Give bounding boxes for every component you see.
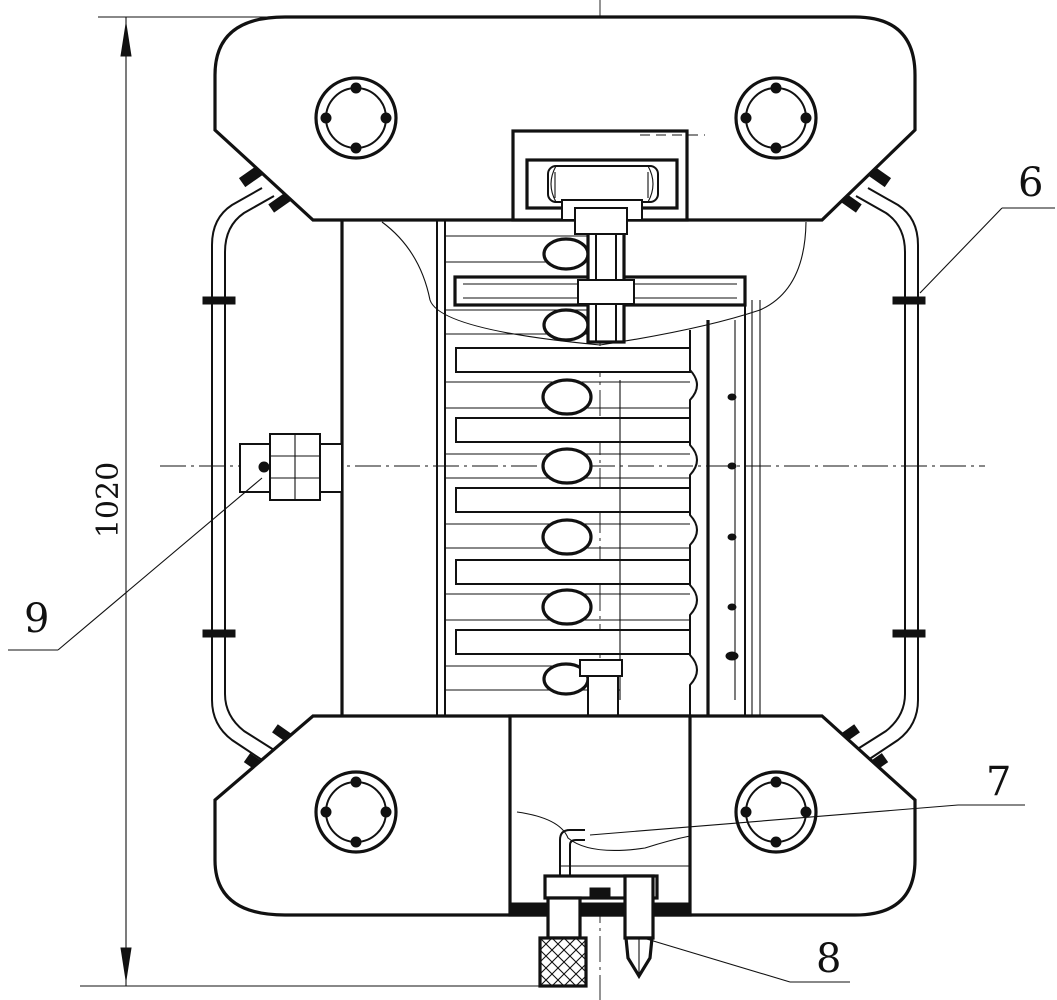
label-6: 6 xyxy=(1018,160,1043,206)
ribs xyxy=(445,235,691,700)
label-8: 8 xyxy=(816,936,841,982)
dimension-1020 xyxy=(80,16,548,987)
coil-sections xyxy=(541,237,593,696)
middle-body xyxy=(340,220,807,717)
label-7: 7 xyxy=(986,759,1011,805)
side-fitting xyxy=(239,433,343,501)
dimension-value: 1020 xyxy=(91,462,126,538)
label-9: 9 xyxy=(24,596,49,642)
bottom-plate xyxy=(213,714,917,988)
top-plate xyxy=(213,15,917,235)
wall-markers xyxy=(725,393,739,661)
leader-lines xyxy=(8,207,1055,983)
